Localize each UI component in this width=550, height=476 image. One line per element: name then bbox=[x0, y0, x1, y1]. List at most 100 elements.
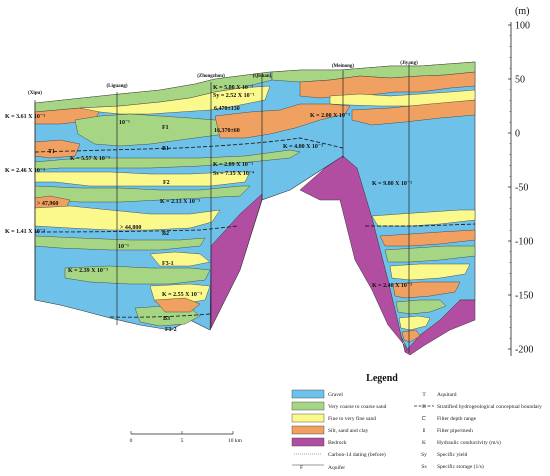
annotation-k-liguang-2: K = 2.39 X 10⁻³ bbox=[68, 268, 108, 274]
annotation-f3-2: F3-2 bbox=[165, 327, 177, 333]
legend-label-bedrock: Bedrock bbox=[328, 440, 347, 446]
legend-symbol-aquitard: T bbox=[422, 392, 426, 398]
legend-label-coarse-sand: Very coarse to coarse sand bbox=[328, 404, 387, 410]
legend-symbol-hydraulic-conductivity: K bbox=[422, 440, 426, 446]
axis-tick-label: 100 bbox=[515, 21, 530, 32]
legend-symbol-filter-pipe: I bbox=[423, 428, 425, 434]
annotation-f2: F2 bbox=[163, 180, 170, 186]
annotation-b2: B2 bbox=[162, 231, 169, 237]
legend-label-carbon-dating: Carbon-14 dating (before) bbox=[328, 451, 386, 458]
axis-ticks: 100 50 0 -50 -100 -150 -200 bbox=[508, 21, 533, 356]
boundary-b2 bbox=[34, 225, 239, 233]
annotation-k-zhongzhou-3: K = 2.13 X 10⁻³ bbox=[160, 199, 200, 205]
annotations: K = 3.61 X 10⁻³ T1 K = 5.57 X 10⁻³ K = 2… bbox=[5, 85, 412, 333]
axis-tick-label: 50 bbox=[515, 75, 525, 86]
silt-clay-lower-center bbox=[154, 297, 201, 313]
location-label-qishan: (Qishan) bbox=[253, 74, 272, 79]
legend-label-specific-storage: Specific storage (1/s) bbox=[437, 463, 484, 470]
annotation-k-xipu-2: K = 2.46 X 10⁻³ bbox=[5, 168, 45, 174]
annotation-f3-1: F3-1 bbox=[162, 261, 174, 267]
legend-title: Legend bbox=[366, 373, 398, 384]
legend-swatch-fine-sand bbox=[291, 413, 325, 423]
scale-bar-label-10: 10 km bbox=[228, 438, 243, 444]
axis-tick-label: 0 bbox=[515, 129, 520, 140]
legend-symbol-specific-yield: Sy bbox=[421, 452, 427, 458]
axis-tick-label: -200 bbox=[515, 345, 533, 356]
legend-label-aquifer: Aquifer bbox=[328, 464, 345, 471]
legend-label-filter-pipe: Filter pipe/mesh bbox=[437, 428, 473, 434]
legend-label-boundary: Stratified hydrogeological conceptual bo… bbox=[437, 403, 542, 410]
annotation-dating-47960: > 47,960 bbox=[37, 201, 58, 207]
legend-swatch-bedrock bbox=[291, 437, 325, 447]
annotation-k-meinong: K = 4.00 X 10⁻³ bbox=[283, 144, 323, 150]
fine-sand-jiyang-3 bbox=[398, 315, 431, 331]
fine-sand-middle bbox=[34, 171, 251, 187]
bedrock-right bbox=[404, 299, 476, 356]
annotation-k-liguang-1: K = 5.57 X 10⁻³ bbox=[70, 156, 110, 162]
legend-symbol-aquifer: F bbox=[300, 465, 303, 471]
aquifer-f2-coarse-sand bbox=[34, 185, 251, 203]
location-label-meinong: (Meinong) bbox=[332, 64, 355, 69]
location-label-jiyang: (Jiyang) bbox=[400, 61, 418, 66]
fine-sand-f3-1-lens bbox=[149, 251, 211, 267]
annotation-f1: F1 bbox=[162, 125, 169, 131]
annotation-k-xipu-3: K = 1.41 X 10⁻³ bbox=[5, 229, 45, 235]
legend-label-aquitard: Aquitard bbox=[437, 392, 457, 398]
axis-tick-label: -100 bbox=[515, 237, 533, 248]
legend-label-specific-yield: Specific yield bbox=[437, 451, 468, 458]
scale-bar-label-5: 5 bbox=[181, 438, 184, 444]
silt-clay-qishan bbox=[214, 103, 351, 139]
legend-symbol-filter-depth: ⊏ bbox=[422, 416, 427, 422]
location-label-zhongzhou: (Zhongzhou) bbox=[197, 74, 225, 79]
annotation-sy-zhongzhou: Sy = 2.52 X 10⁻¹ bbox=[213, 93, 255, 99]
legend-swatch-coarse-sand bbox=[291, 401, 325, 411]
annotation-k-zhongzhou-1: K = 5.80 X 10⁻³ bbox=[213, 85, 253, 91]
silt-clay-jiyang-2 bbox=[392, 281, 461, 299]
legend-label-hydraulic-conductivity: Hydraulic conductivity (m/s) bbox=[437, 439, 501, 446]
location-label-liguang: (Liguang) bbox=[106, 84, 127, 89]
annotation-liguang-exponent-2: 10⁻¹ bbox=[118, 244, 129, 250]
silt-clay-jiyang-3 bbox=[401, 329, 421, 343]
annotation-k-zhongzhou-4: K = 2.55 X 10⁻³ bbox=[162, 292, 202, 298]
annotation-dating-16370: 16,370±60 bbox=[214, 128, 240, 134]
annotation-b3: B3 bbox=[163, 316, 170, 322]
axis-tick-label: -50 bbox=[515, 183, 528, 194]
annotation-k-jiyang-2: K = 2.40 X 10⁻³ bbox=[372, 283, 412, 289]
annotation-k-jiyang-1: K = 9.80 X 10⁻³ bbox=[372, 181, 412, 187]
fine-sand-jiyang-2 bbox=[389, 263, 471, 281]
fine-sand-bottom bbox=[149, 283, 211, 305]
silt-clay-right-wedge bbox=[351, 99, 476, 126]
legend-swatch-silt-clay bbox=[291, 425, 325, 435]
annotation-k-zhongzhou-2: K = 2.89 X 10⁻³ bbox=[213, 162, 253, 168]
annotation-k-qishan: K = 2.00 X 10⁻³ bbox=[310, 113, 350, 119]
coarse-sand-middle-stripe bbox=[34, 149, 301, 171]
axis-unit-label: (m) bbox=[515, 6, 529, 17]
annotation-t1: T1 bbox=[48, 149, 55, 155]
annotation-b1: B1 bbox=[162, 146, 169, 152]
coarse-sand-jiyang-2 bbox=[395, 299, 447, 315]
coarse-sand-jiyang-1 bbox=[384, 245, 476, 263]
axis-tick-label: -150 bbox=[515, 291, 533, 302]
annotation-dating-44800: > 44,800 bbox=[120, 225, 141, 231]
legend: Legend Gravel Very coarse to coarse sand… bbox=[291, 373, 542, 471]
boundary-b3 bbox=[109, 313, 211, 318]
boundary-b1 bbox=[34, 137, 344, 153]
annotation-ss-zhongzhou: Ss = 7.15 X 10⁻⁴ bbox=[213, 171, 254, 177]
fine-sand-lower-left bbox=[34, 205, 221, 231]
coarse-sand-lower-2 bbox=[64, 265, 211, 285]
annotation-dating-6470: 6,470±130 bbox=[214, 106, 240, 112]
legend-label-filter-depth: Filter depth range bbox=[437, 416, 477, 422]
silt-clay-jiyang-1 bbox=[379, 229, 476, 247]
elevation-axis: (m) 100 50 0 -50 -100 -150 -200 bbox=[508, 6, 533, 356]
legend-label-gravel: Gravel bbox=[328, 392, 343, 398]
legend-label-silt-clay: Silt, sand and clay bbox=[328, 428, 369, 434]
coarse-sand-lower bbox=[34, 235, 206, 251]
location-label-xipu: (Xipu) bbox=[28, 91, 42, 96]
scale-bar-label-0: 0 bbox=[130, 438, 133, 444]
annotation-liguang-exponent: 10⁻¹ bbox=[119, 120, 130, 126]
legend-symbol-boundary: B bbox=[422, 404, 426, 410]
boundary-b2-right bbox=[365, 223, 476, 227]
well-lines bbox=[34, 64, 410, 353]
